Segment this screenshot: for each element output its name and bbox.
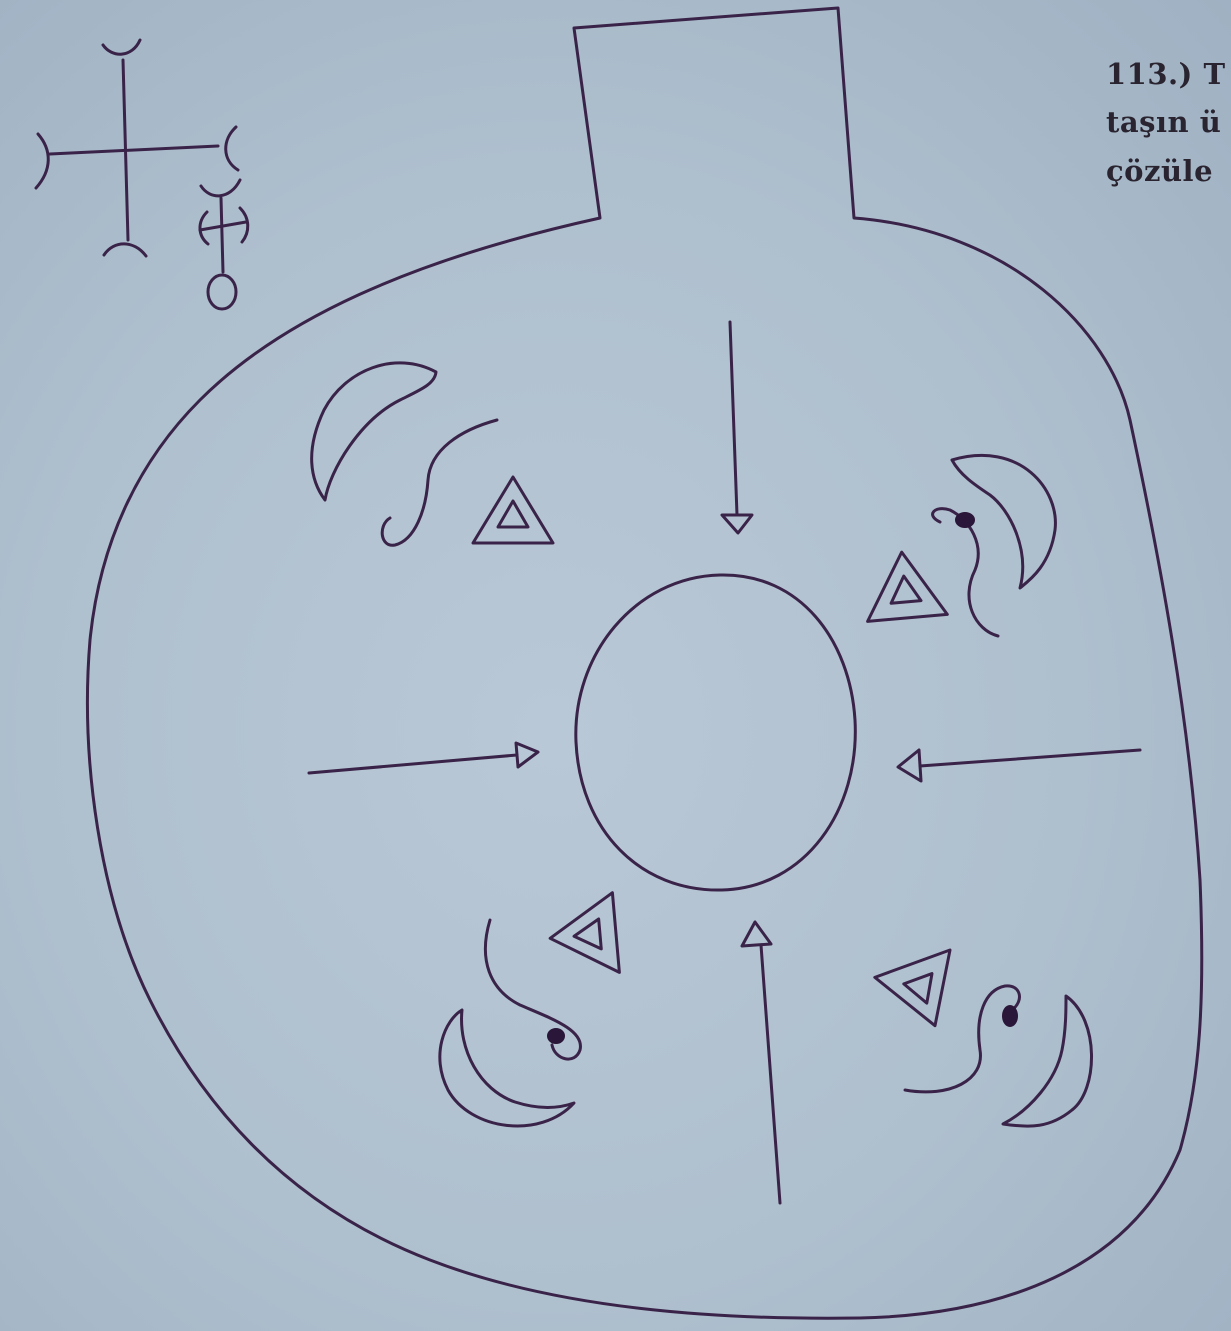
nested-triangle (473, 477, 553, 543)
nested-triangle (547, 893, 620, 978)
arrow-bottom (742, 922, 780, 1203)
crescent (440, 1010, 574, 1126)
spiral-tail (933, 509, 998, 636)
nested-triangle (875, 950, 973, 1039)
center-circle (576, 575, 855, 890)
spiral-tail (905, 986, 1019, 1092)
arrow-left (309, 743, 538, 773)
stick-sigil (200, 180, 248, 309)
arrow-right (898, 750, 1140, 781)
nested-triangle (862, 549, 947, 622)
spiral-tail (485, 920, 580, 1059)
talisman-outline (88, 8, 1202, 1318)
spiral-tail (382, 420, 497, 545)
cross-sigil (36, 40, 238, 256)
crescent (312, 363, 436, 500)
arrow-top (722, 322, 752, 533)
